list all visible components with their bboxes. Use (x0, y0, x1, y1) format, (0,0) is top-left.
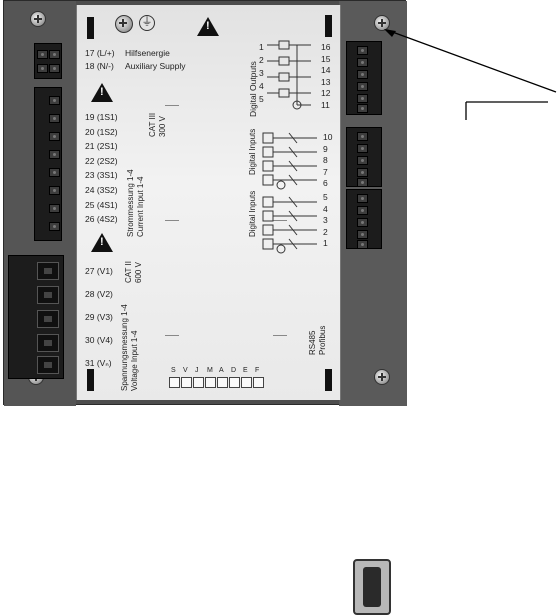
warning-icon (91, 233, 113, 252)
digital-output-number: 13 (321, 76, 331, 87)
pin-box (217, 377, 228, 388)
current-terminal-label: 21 (2S1) (85, 141, 118, 152)
digital-input-number: 7 (323, 166, 328, 177)
digital-input-connector-upper (346, 127, 382, 187)
aux-supply-label-de: Hilfsenergie (125, 48, 170, 58)
pin-label: A (219, 367, 224, 374)
digital-output-number: 5 (259, 94, 264, 104)
current-terminal-label: 22 (2S2) (85, 155, 118, 166)
digital-output-number: 3 (259, 68, 264, 78)
digital-input-number: 10 (323, 132, 333, 142)
input-schematic-upper (262, 132, 317, 190)
pin-box (169, 377, 180, 388)
current-terminal-label: 19 (1S1) (85, 112, 118, 122)
pin-label: V (183, 367, 188, 374)
voltage-input-connector (8, 255, 64, 379)
annotation-arrow (384, 29, 557, 120)
current-terminal-label: 26 (4S2) (85, 214, 118, 225)
label-panel: ⏚ 17 (L/+) 18 (N/-) Hilfsenergie Auxilia… (76, 5, 341, 400)
pin-label: E (243, 367, 248, 374)
digital-output-number: 4 (259, 81, 264, 91)
voltage-terminal-label: 29 (V3) (85, 312, 113, 322)
digital-input-number: 8 (323, 155, 328, 165)
digital-input-number: 6 (323, 178, 328, 188)
warning-icon (91, 83, 113, 102)
digital-output-number: 1 (259, 42, 264, 52)
digital-input-number: 9 (323, 143, 328, 154)
digital-output-number: 2 (259, 55, 264, 65)
pin-box (241, 377, 252, 388)
pin-label: J (195, 367, 199, 374)
ground-icon: ⏚ (139, 15, 155, 31)
aux-supply-label-en: Auxiliary Supply (125, 61, 186, 71)
current-terminal-label: 25 (4S1) (85, 199, 118, 210)
current-terminal-label: 24 (3S2) (85, 185, 118, 195)
power-connector (34, 43, 62, 79)
pin-box (205, 377, 216, 388)
digital-input-number: 4 (323, 203, 328, 214)
digital-output-number: 14 (321, 65, 331, 75)
screw-icon (30, 11, 46, 27)
voltage-terminal-label: 31 (Vₙ) (85, 358, 112, 368)
current-terminal-label: 23 (3S1) (85, 170, 118, 181)
pin-label: F (255, 367, 260, 374)
digital-output-number: 11 (321, 99, 330, 110)
digital-output-number: 16 (321, 42, 331, 52)
pin-label: D (231, 367, 237, 374)
screw-icon (374, 15, 390, 31)
terminal-18-label: 18 (N/-) (85, 61, 114, 71)
pin-label: M (207, 367, 213, 374)
current-terminal-label: 20 (1S2) (85, 126, 118, 137)
screw-icon (374, 369, 390, 385)
pin-box (181, 377, 192, 388)
digital-input-connector-lower (346, 189, 382, 249)
digital-output-number: 12 (321, 88, 331, 98)
device-rear-panel: ⏚ 17 (L/+) 18 (N/-) Hilfsenergie Auxilia… (3, 0, 407, 615)
input-schematic-lower (262, 196, 317, 254)
digital-output-connector (346, 41, 382, 115)
pin-label: S (171, 367, 176, 374)
digital-input-number: 2 (323, 226, 328, 237)
voltage-terminal-label: 30 (V4) (85, 335, 113, 345)
warning-icon (197, 17, 219, 36)
relay-schematic (267, 40, 311, 110)
digital-input-number: 5 (323, 192, 328, 202)
voltage-terminal-label: 27 (V1) (85, 266, 113, 276)
digital-output-number: 15 (321, 53, 331, 64)
pin-box (253, 377, 264, 388)
pin-box (229, 377, 240, 388)
current-input-connector (34, 87, 62, 241)
digital-input-number: 3 (323, 215, 328, 225)
screw-icon (115, 15, 133, 33)
digital-input-number: 1 (323, 238, 328, 248)
voltage-terminal-label: 28 (V2) (85, 289, 113, 299)
pin-box (193, 377, 204, 388)
terminal-17-label: 17 (L/+) (85, 48, 115, 58)
